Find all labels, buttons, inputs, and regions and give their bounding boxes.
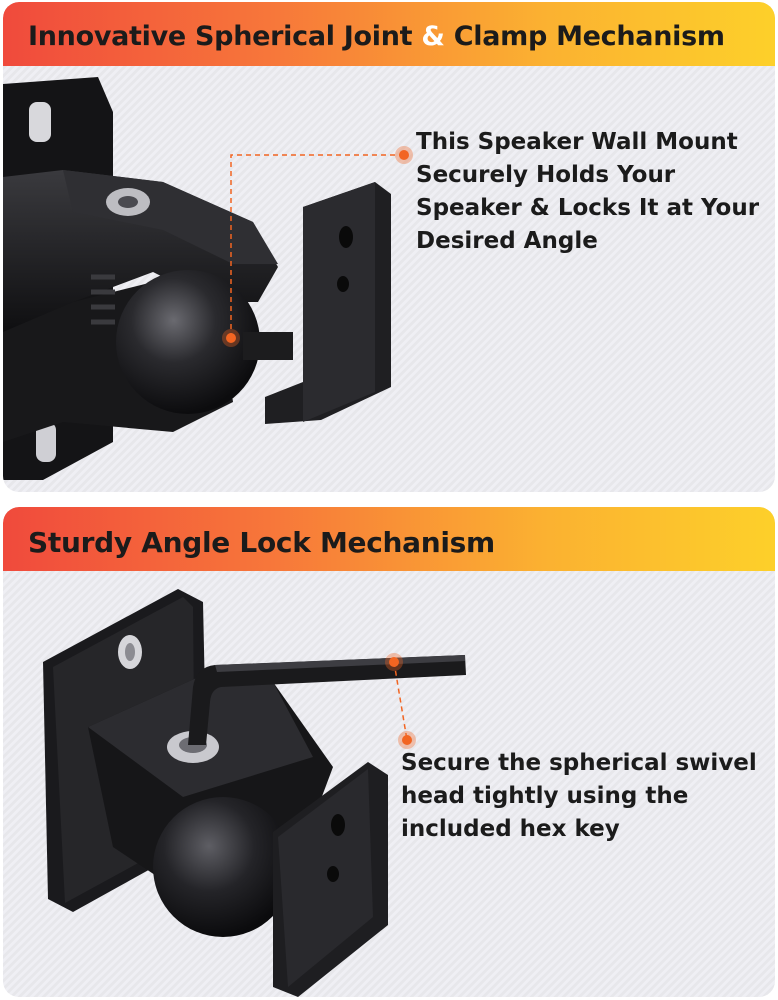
hex-key	[188, 655, 466, 745]
title-ampersand: &	[421, 21, 445, 52]
spherical-joint-mount-photo	[3, 77, 413, 480]
callout-description: Secure the spherical swivel head tightly…	[401, 747, 757, 846]
banner-title: Innovative Spherical Joint & Clamp Mecha…	[28, 21, 725, 52]
title-part-2: Clamp Mechanism	[444, 21, 725, 52]
title-part-1: Innovative Spherical Joint	[28, 21, 422, 52]
callout-leader-line	[393, 661, 408, 741]
spherical-ball-joint	[153, 797, 293, 937]
banner-title: Sturdy Angle Lock Mechanism	[28, 526, 495, 559]
callout-line: included hex key	[401, 816, 620, 842]
callout-line: Desired Angle	[416, 228, 598, 254]
feature-banner: Innovative Spherical Joint & Clamp Mecha…	[3, 2, 775, 66]
feature-banner: Sturdy Angle Lock Mechanism	[3, 507, 775, 571]
callout-description: This Speaker Wall Mount Securely Holds Y…	[416, 126, 759, 258]
callout-line: Securely Holds Your	[416, 162, 676, 188]
callout-line: Speaker & Locks It at Your	[416, 195, 760, 221]
callout-line: head tightly using the	[401, 783, 689, 809]
screw-slot-icon	[29, 102, 51, 142]
callout-leader-line	[230, 154, 401, 338]
callout-line: This Speaker Wall Mount	[416, 129, 738, 155]
callout-line: Secure the spherical swivel	[401, 750, 757, 776]
angle-lock-mount-photo	[43, 589, 466, 997]
feature-panel-spherical-joint: Innovative Spherical Joint & Clamp Mecha…	[3, 2, 775, 492]
spherical-ball-joint	[116, 270, 260, 414]
feature-panel-angle-lock: Sturdy Angle Lock Mechanism Secure the s…	[3, 507, 775, 997]
